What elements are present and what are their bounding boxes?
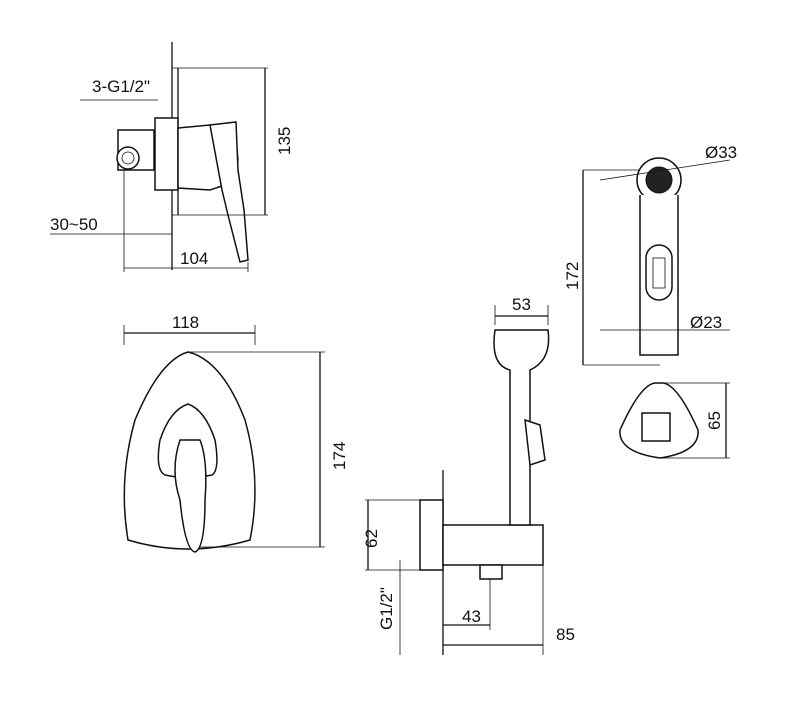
dim-thread-g12: G1/2" xyxy=(377,587,396,630)
dim-offset-85: 85 xyxy=(556,625,575,644)
dim-height-174: 174 xyxy=(330,442,349,470)
dim-outlet-62: 62 xyxy=(362,529,381,548)
dim-holder-53: 53 xyxy=(512,295,531,314)
dim-holder-65: 65 xyxy=(705,411,724,430)
dim-height-135: 135 xyxy=(275,127,294,155)
mixer-side-view xyxy=(50,42,268,272)
dim-depth-30-50: 30~50 xyxy=(50,215,98,234)
dim-diam-23: Ø23 xyxy=(690,313,722,332)
dim-length-172: 172 xyxy=(563,262,582,290)
outlet-side-view xyxy=(365,305,550,655)
mixer-front-view xyxy=(123,325,325,553)
hand-shower xyxy=(582,157,731,366)
dim-diam-33: Ø33 xyxy=(705,143,737,162)
dim-width-118: 118 xyxy=(172,313,199,332)
holder-front-view xyxy=(619,382,730,459)
dim-offset-43: 43 xyxy=(462,607,481,626)
dim-thread-3: 3-G1/2" xyxy=(92,77,150,96)
dim-depth-104: 104 xyxy=(180,249,208,268)
